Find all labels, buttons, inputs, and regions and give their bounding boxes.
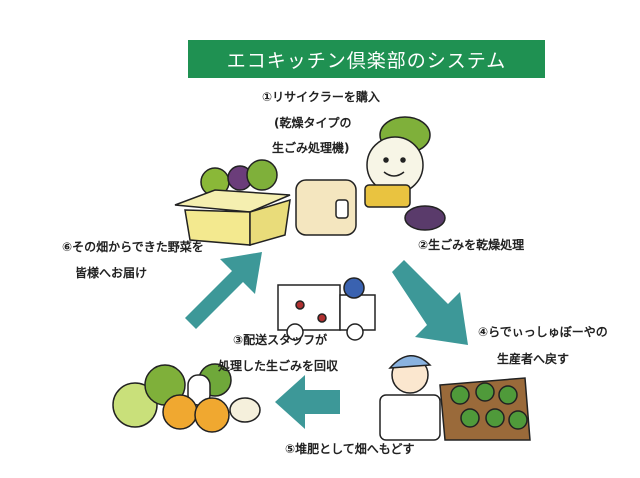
step4-label-line2: 生産者へ戻す: [497, 352, 570, 366]
diagram-title: エコキッチン倶楽部のシステム: [188, 40, 545, 78]
step1-label-line3: 生ごみ処理機): [272, 141, 350, 155]
step1-label-line2: (乾燥タイプの: [274, 116, 352, 130]
step3-label-line2: 処理した生ごみを回収: [218, 359, 339, 373]
arrow-left: [275, 375, 340, 429]
step6-label: ⑥その畑からできた野菜を: [62, 240, 204, 254]
arrow-up-right: [185, 252, 262, 329]
step3-label: ③配送スタッフが: [233, 333, 328, 347]
step4-label: ④らでぃっしゅぼーやの: [478, 325, 608, 339]
step2-label: ②生ごみを乾燥処理: [418, 238, 525, 252]
recycler-machine-icon: [295, 179, 357, 236]
turnip-character-icon: [364, 116, 446, 231]
delivery-truck-icon: [277, 277, 376, 341]
vegetable-box-icon: [174, 159, 291, 246]
arrow-down-right: [392, 260, 468, 345]
step1-label: ①リサイクラーを購入: [262, 90, 380, 104]
step6-label-line2: 皆様へお届け: [75, 266, 148, 280]
farmer-field-icon: [379, 355, 531, 441]
vegetable-pile-icon: [112, 363, 261, 433]
step5-label: ⑤堆肥として畑へもどす: [285, 442, 415, 456]
